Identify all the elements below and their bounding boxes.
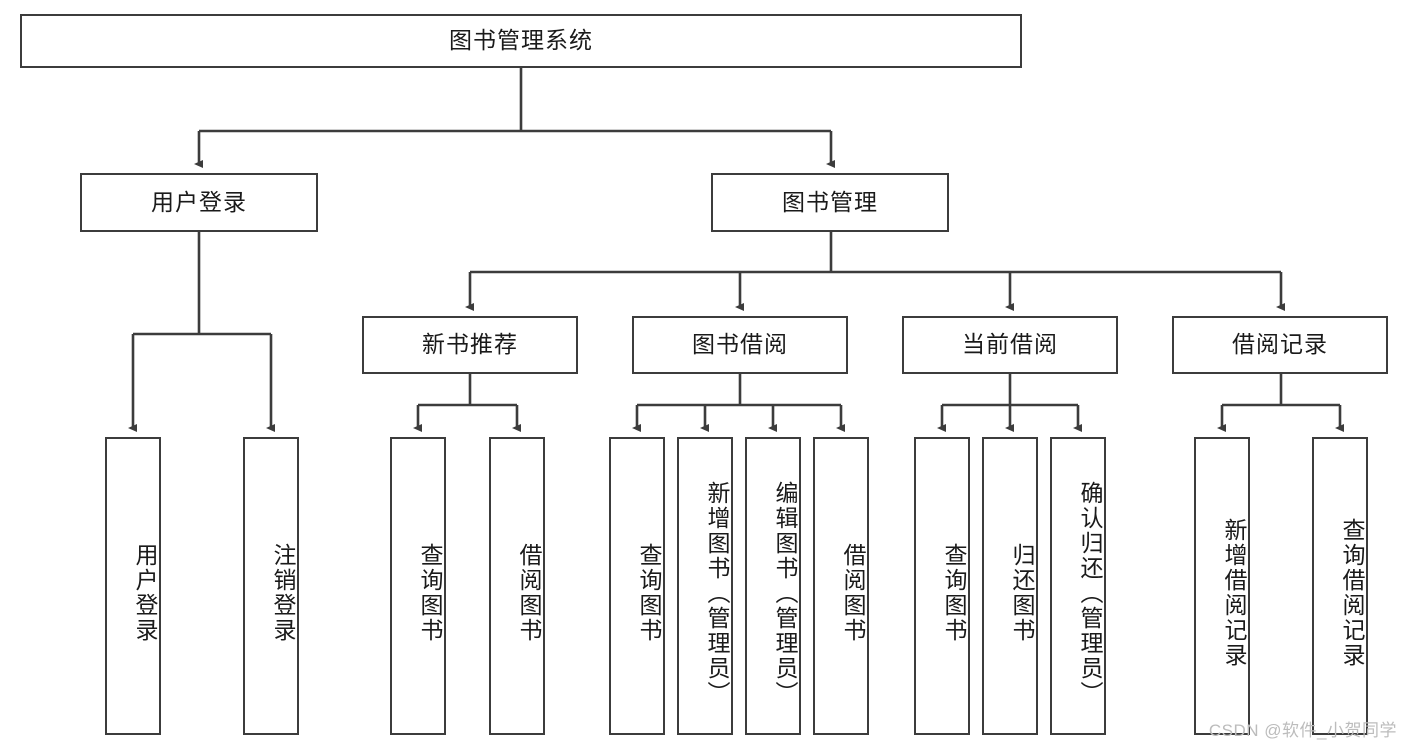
node-borrow-record[interactable]: 借阅记录	[1172, 316, 1388, 374]
node-label: 新增借阅记录	[1221, 518, 1247, 668]
node-user-login[interactable]: 用户登录	[80, 173, 318, 232]
node-current-borrow[interactable]: 当前借阅	[902, 316, 1118, 374]
leaf-book-borrow-edit-book-admin[interactable]: 编辑图书（管理员）	[745, 437, 801, 735]
node-label: 查询图书	[417, 543, 443, 643]
csdn-watermark: CSDN @软件_小贺同学	[1208, 721, 1397, 740]
leaf-book-borrow-add-book-admin[interactable]: 新增图书（管理员）	[677, 437, 733, 735]
leaf-current-borrow-query-book[interactable]: 查询图书	[914, 437, 970, 735]
node-book-borrow[interactable]: 图书借阅	[632, 316, 848, 374]
leaf-borrow-record-add-record[interactable]: 新增借阅记录	[1194, 437, 1250, 735]
leaf-borrow-record-query-record[interactable]: 查询借阅记录	[1312, 437, 1368, 735]
leaf-book-borrow-borrow-book[interactable]: 借阅图书	[813, 437, 869, 735]
node-book-management[interactable]: 图书管理	[711, 173, 949, 232]
node-label: 图书借阅	[692, 331, 788, 358]
node-label: 图书管理	[782, 188, 878, 215]
node-label: 注销登录	[270, 543, 296, 643]
node-label: 图书管理系统	[449, 27, 593, 54]
leaf-new-book-borrow-book[interactable]: 借阅图书	[489, 437, 545, 735]
node-label: 用户登录	[151, 188, 247, 215]
node-root-book-management-system[interactable]: 图书管理系统	[20, 14, 1022, 68]
node-new-book-recommend[interactable]: 新书推荐	[362, 316, 578, 374]
leaf-user-login-login[interactable]: 用户登录	[105, 437, 161, 735]
node-label: 用户登录	[132, 543, 158, 643]
node-label: 当前借阅	[962, 331, 1058, 358]
leaf-book-borrow-query-book[interactable]: 查询图书	[609, 437, 665, 735]
node-label: 查询图书	[941, 543, 967, 643]
leaf-current-borrow-return-book[interactable]: 归还图书	[982, 437, 1038, 735]
node-label: 查询图书	[636, 543, 662, 643]
leaf-current-borrow-confirm-return-admin[interactable]: 确认归还（管理员）	[1050, 437, 1106, 735]
leaf-new-book-query-book[interactable]: 查询图书	[390, 437, 446, 735]
node-label: 借阅记录	[1232, 331, 1328, 358]
node-label: 新书推荐	[422, 331, 518, 358]
node-label: 借阅图书	[516, 543, 542, 643]
node-label: 查询借阅记录	[1339, 518, 1365, 668]
node-label: 新增图书（管理员）	[704, 480, 730, 706]
leaf-user-login-logout[interactable]: 注销登录	[243, 437, 299, 735]
node-label: 确认归还（管理员）	[1077, 480, 1103, 706]
node-label: 编辑图书（管理员）	[772, 480, 798, 706]
node-label: 归还图书	[1009, 543, 1035, 643]
node-label: 借阅图书	[840, 543, 866, 643]
